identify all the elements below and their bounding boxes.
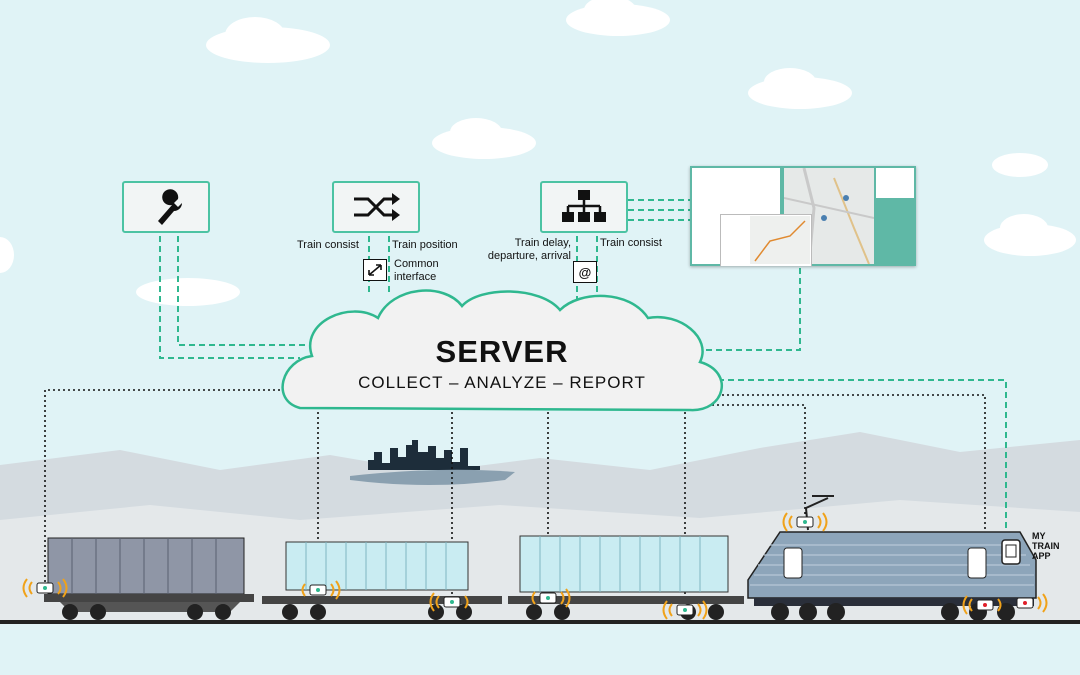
operations-service-box[interactable] <box>540 181 628 233</box>
app-label-line1: MY <box>1032 531 1046 541</box>
app-label-line3: APP <box>1032 551 1051 561</box>
city-skyline <box>350 440 515 485</box>
server-title: SERVER <box>435 334 569 369</box>
label-train-consist: Train consist <box>297 239 359 251</box>
label-common: Common <box>394 258 439 270</box>
server-cloud <box>281 289 723 412</box>
label-train-delay-line1: Train delay, <box>514 237 571 249</box>
container-wagon-2 <box>508 535 744 620</box>
map-inset <box>750 216 810 264</box>
rail-track <box>0 620 1080 624</box>
logistics-service-box[interactable] <box>332 181 420 233</box>
sky-clouds <box>0 0 1076 306</box>
server-subtitle: COLLECT – ANALYZE – REPORT <box>358 373 646 392</box>
maintenance-service-box[interactable] <box>122 181 210 233</box>
label-train-delay-line2: departure, arrival <box>487 250 571 262</box>
org-chart-icon <box>562 190 606 222</box>
app-label-line2: TRAIN <box>1032 541 1060 551</box>
signal-waves <box>22 512 1048 620</box>
phone-icon <box>1001 539 1021 565</box>
label-train-consist-2: Train consist <box>600 237 662 249</box>
boxcar-wagon <box>44 537 254 620</box>
expand-arrows-icon <box>363 259 387 281</box>
sensor-devices <box>36 516 1034 616</box>
my-train-app-label: MY TRAIN APP <box>1032 531 1072 561</box>
data-links <box>159 199 1007 530</box>
label-interface: interface <box>394 271 437 283</box>
wrench-icon <box>158 189 182 225</box>
shuffle-icon <box>354 193 400 221</box>
label-train-position: Train position <box>392 239 458 251</box>
dashboard-screenshot <box>690 166 916 266</box>
label-common-interface: Common interface <box>394 258 439 284</box>
container-wagon-1 <box>262 541 502 620</box>
email-icon: @ <box>573 261 597 283</box>
label-train-delay: Train delay, departure, arrival <box>478 237 571 263</box>
